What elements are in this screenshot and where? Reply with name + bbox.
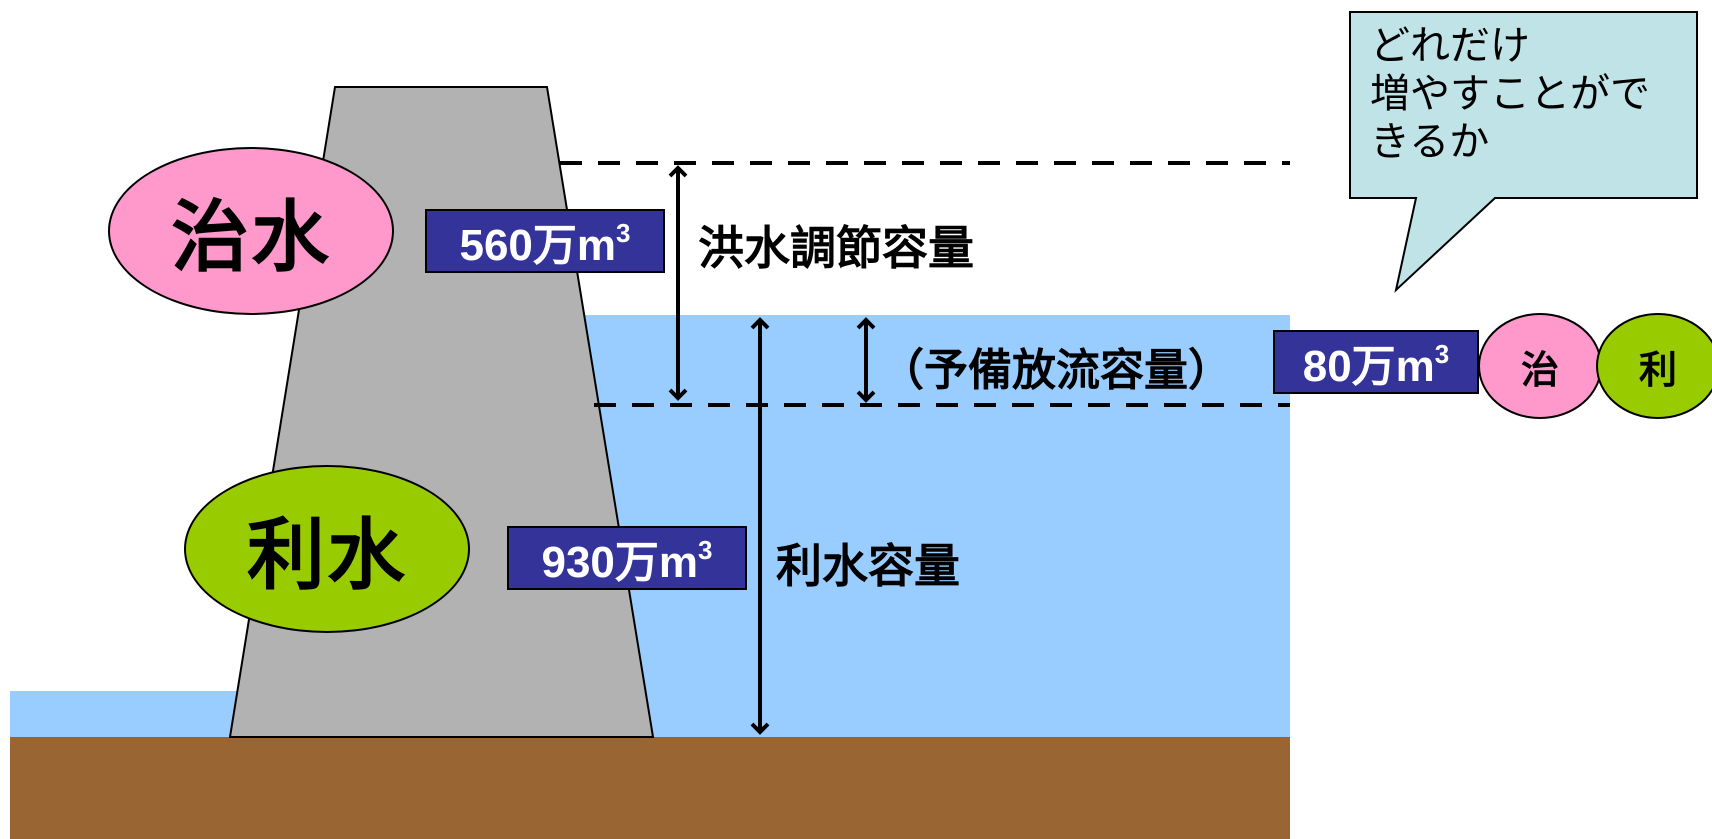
flood-capacity-label: 洪水調節容量 [698,221,974,275]
water-volume-unit-exp: 3 [698,534,713,565]
small-water-use-badge: 利 [1596,313,1712,419]
reserve-volume-value: 80万m [1302,342,1435,391]
callout-text: どれだけ 増やすことがで きるか [1370,22,1690,166]
callout-line-2: 増やすことがで [1370,71,1650,117]
callout-bubble [1349,11,1698,293]
small-flood-control-badge: 治 [1478,313,1602,419]
ground [10,737,1290,839]
downstream-water [10,691,240,737]
reserve-capacity-label: （予備放流容量） [880,345,1232,396]
flood-control-badge: 治水 [108,147,394,315]
water-use-badge: 利水 [184,465,470,633]
water-volume-value: 930万m [541,538,699,587]
callout-line-1: どれだけ [1370,23,1530,69]
flood-volume-unit-exp: 3 [616,217,631,248]
flood-volume-value: 560万m [459,221,617,270]
water-capacity-label: 利水容量 [776,539,960,593]
callout-line-3: きるか [1370,119,1490,165]
reserve-volume-unit-exp: 3 [1434,338,1450,369]
